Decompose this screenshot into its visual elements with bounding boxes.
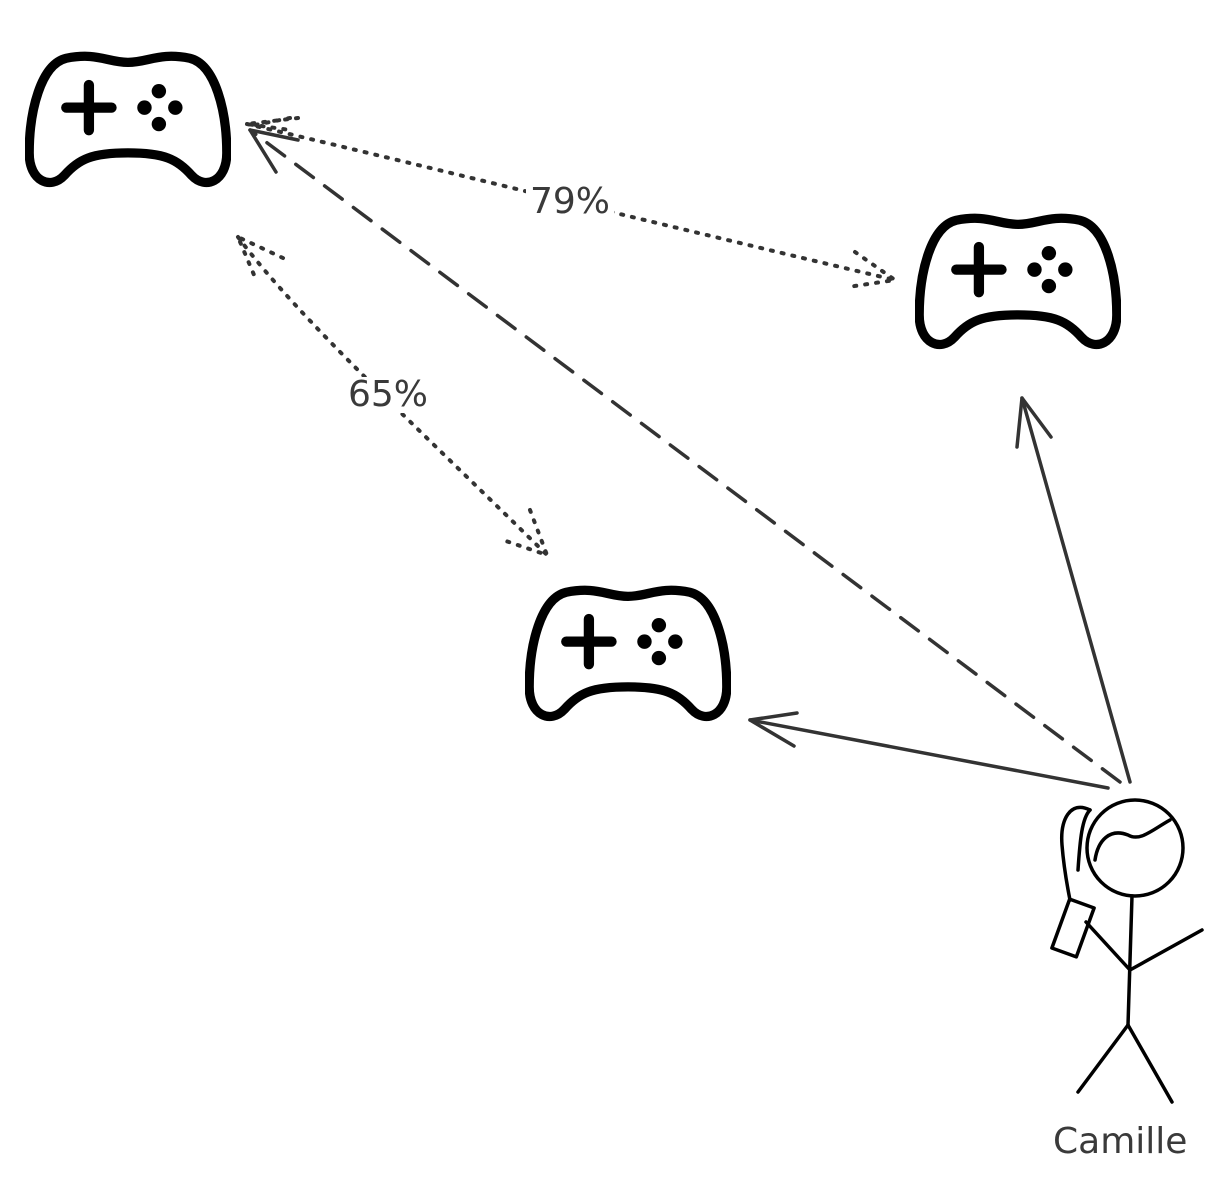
edge-person-game-c <box>748 718 1110 790</box>
edge-label-game-a-game-c: 65% <box>344 377 433 413</box>
edge-person-game-b <box>1020 396 1132 784</box>
head <box>1085 798 1185 898</box>
arrowhead-game-c <box>748 711 799 748</box>
right-arm <box>1128 928 1204 972</box>
phone-icon <box>1050 897 1096 959</box>
body <box>1126 894 1134 1027</box>
arrowhead-start <box>246 116 300 132</box>
left-leg <box>1076 1023 1130 1094</box>
arrowhead-end <box>501 508 551 559</box>
edge-line <box>245 122 897 282</box>
hair-ponytail <box>1060 805 1092 902</box>
arrowhead-game-b <box>1015 396 1053 449</box>
edge-game-a-game-b <box>245 116 901 289</box>
person-name: Camille <box>1053 1121 1188 1162</box>
arrowhead-end <box>846 250 901 289</box>
edge-line <box>248 128 1122 784</box>
edge-person-game-a <box>248 128 1122 784</box>
gamepad-icon <box>525 585 731 722</box>
left-arm <box>1084 920 1132 972</box>
edge-label-game-a-game-b: 79% <box>526 184 615 220</box>
gamepad-icon <box>25 51 231 188</box>
arrowhead-game-a <box>248 128 300 174</box>
right-leg <box>1126 1023 1174 1104</box>
person-icon <box>1050 798 1204 1104</box>
gamepad-icon <box>915 213 1121 350</box>
edge-game-a-game-c <box>234 232 551 559</box>
edge-line <box>236 235 549 557</box>
arrowhead-start-double <box>248 116 292 128</box>
